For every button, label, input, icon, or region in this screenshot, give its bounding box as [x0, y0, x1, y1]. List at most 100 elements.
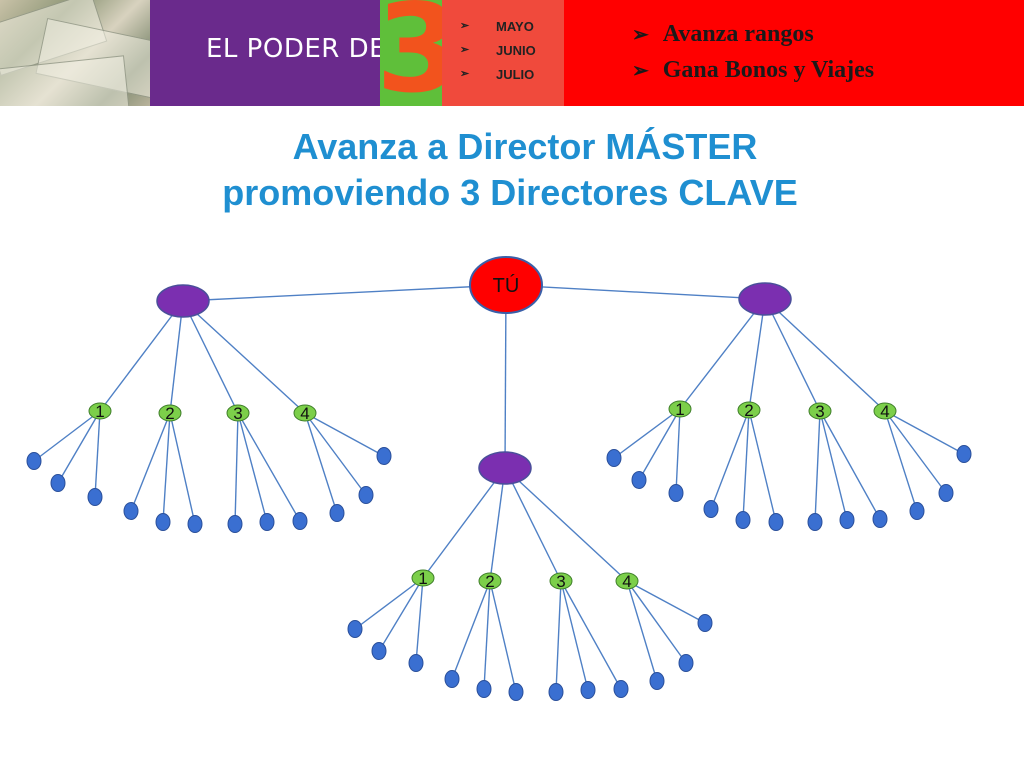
root-node: [469, 256, 543, 314]
level-node: [615, 572, 639, 590]
connector-line: [505, 284, 766, 300]
leaf-nodes: [26, 445, 972, 701]
root-label: TÚ: [493, 274, 520, 297]
month-item: ➢ MAYO: [460, 19, 534, 34]
connector-line: [489, 467, 506, 582]
leaf-node: [476, 680, 492, 698]
connector-line: [814, 410, 821, 523]
root-node-group: TÚ: [469, 256, 543, 314]
leaf-node: [631, 471, 647, 489]
level-node: [808, 402, 832, 420]
header-banner: EL PODER DE 3 ➢ MAYO ➢ JUNIO ➢ JULIO ➢Av…: [0, 0, 1024, 110]
connector-line: [483, 580, 491, 690]
level-number: 4: [300, 404, 309, 423]
benefits-panel: [564, 0, 1024, 106]
level-number: 4: [880, 402, 889, 421]
leaf-node: [678, 654, 694, 672]
leaf-node: [329, 504, 345, 522]
connector-line: [884, 410, 965, 455]
connector-line: [422, 467, 506, 579]
connector-line: [162, 412, 171, 523]
leaf-node: [697, 614, 713, 632]
level-number: 3: [815, 402, 824, 421]
director-nodes: [156, 282, 792, 485]
connector-line: [819, 410, 848, 521]
title-line-1: Avanza a Director MÁSTER: [292, 126, 758, 167]
connector-line: [742, 409, 750, 521]
leaf-node: [580, 681, 596, 699]
leaf-node: [371, 642, 387, 660]
level-number: 3: [233, 404, 242, 423]
connector-line: [504, 467, 628, 582]
connector-line: [182, 300, 306, 414]
connector-line: [884, 410, 918, 512]
connector-line: [679, 298, 766, 410]
connector-line: [182, 284, 507, 302]
level-number: 1: [95, 402, 104, 421]
level-number: 1: [675, 400, 684, 419]
connector-line: [33, 410, 101, 462]
director-node: [738, 282, 792, 316]
connector-line: [626, 580, 658, 682]
leaf-node: [649, 672, 665, 690]
connector-line: [354, 577, 424, 630]
connector-line: [489, 580, 517, 693]
level-node: [158, 404, 182, 422]
leaf-node: [768, 513, 784, 531]
leaf-node: [347, 620, 363, 638]
brand-text: EL PODER DE: [206, 34, 387, 64]
page-title: Avanza a Director MÁSTER promoviendo 3 D…: [0, 124, 1024, 216]
leaf-node: [956, 445, 972, 463]
connector-line: [884, 410, 947, 494]
connector-line: [169, 412, 196, 525]
month-item: ➢ JULIO: [460, 67, 535, 82]
benefit-item: ➢Gana Bonos y Viajes: [632, 57, 875, 83]
leaf-node: [606, 449, 622, 467]
chevron-right-icon: ➢: [632, 60, 649, 82]
level-number: 3: [556, 572, 565, 591]
leaf-node: [155, 513, 171, 531]
connector-line: [748, 409, 777, 523]
connector-line: [234, 412, 239, 525]
connector-line: [304, 412, 338, 514]
leaf-node: [358, 486, 374, 504]
level-number: 4: [622, 572, 631, 591]
connector-line: [626, 580, 687, 664]
connector-line: [304, 412, 367, 496]
connector-line: [764, 298, 886, 412]
benefit-item: ➢Avanza rangos: [632, 21, 814, 47]
leaf-node: [807, 513, 823, 531]
connector-line: [613, 408, 681, 459]
level-node: [549, 572, 573, 590]
leaf-node: [87, 488, 103, 506]
chevron-right-icon: ➢: [632, 24, 649, 46]
leaf-node: [909, 502, 925, 520]
level-node: [293, 404, 317, 422]
leaf-node: [613, 680, 629, 698]
leaf-node: [735, 511, 751, 529]
months-panel: [442, 0, 564, 106]
leaf-node: [703, 500, 719, 518]
level-node: [737, 401, 761, 419]
chevron-right-icon: ➢: [460, 20, 470, 32]
leaf-node: [668, 484, 684, 502]
leaf-node: [444, 670, 460, 688]
leaf-node: [508, 683, 524, 701]
connector-line: [451, 580, 491, 680]
leaf-node: [259, 513, 275, 531]
connector-line: [555, 580, 562, 693]
leaf-node: [50, 474, 66, 492]
connector-line: [710, 409, 750, 510]
connector-line: [675, 408, 681, 494]
leaf-node: [227, 515, 243, 533]
leaf-node: [872, 510, 888, 528]
level-number: 2: [485, 572, 494, 591]
leaf-node: [548, 683, 564, 701]
connector-line: [638, 408, 681, 481]
connector-line: [237, 412, 268, 523]
connector-line: [415, 577, 424, 664]
connector-line: [560, 580, 589, 691]
director-node: [478, 451, 532, 485]
